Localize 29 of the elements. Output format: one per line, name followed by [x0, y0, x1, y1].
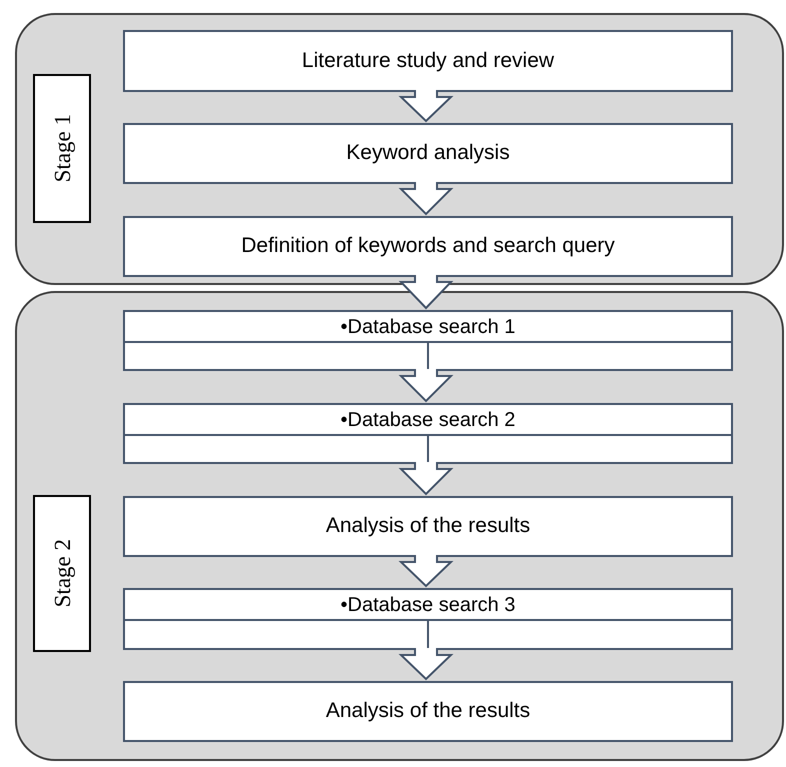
step-text: •Database search 2	[340, 410, 516, 430]
stage-panel	[15, 291, 784, 761]
stage-label: Stage 2	[50, 539, 74, 608]
block-arrow	[398, 647, 454, 680]
step-text: •Database search 1	[340, 316, 516, 336]
process-box	[123, 496, 733, 557]
step-text: Literature study and review	[302, 48, 554, 74]
step-text: Analysis of the results	[326, 698, 530, 724]
stage-panel	[15, 13, 784, 285]
database-search-box	[123, 310, 733, 371]
step-text: Definition of keywords and search query	[241, 233, 615, 260]
process-box	[123, 30, 733, 92]
block-arrow	[398, 274, 454, 310]
stage-label: Stage 1	[50, 114, 74, 183]
block-arrow	[398, 181, 454, 216]
process-box	[123, 123, 733, 184]
block-arrow	[398, 89, 454, 122]
database-search-box	[123, 403, 733, 464]
block-arrow	[398, 368, 454, 402]
process-box	[123, 216, 733, 277]
step-text: Analysis of the results	[326, 513, 530, 540]
block-arrow	[398, 461, 454, 496]
process-box	[123, 681, 733, 742]
step-text: Keyword analysis	[346, 140, 510, 166]
step-text: •Database search 3	[340, 594, 516, 614]
block-arrow	[398, 554, 454, 588]
database-search-box	[123, 588, 733, 650]
stage-label-box	[33, 74, 91, 223]
stage-label-box	[33, 495, 91, 652]
